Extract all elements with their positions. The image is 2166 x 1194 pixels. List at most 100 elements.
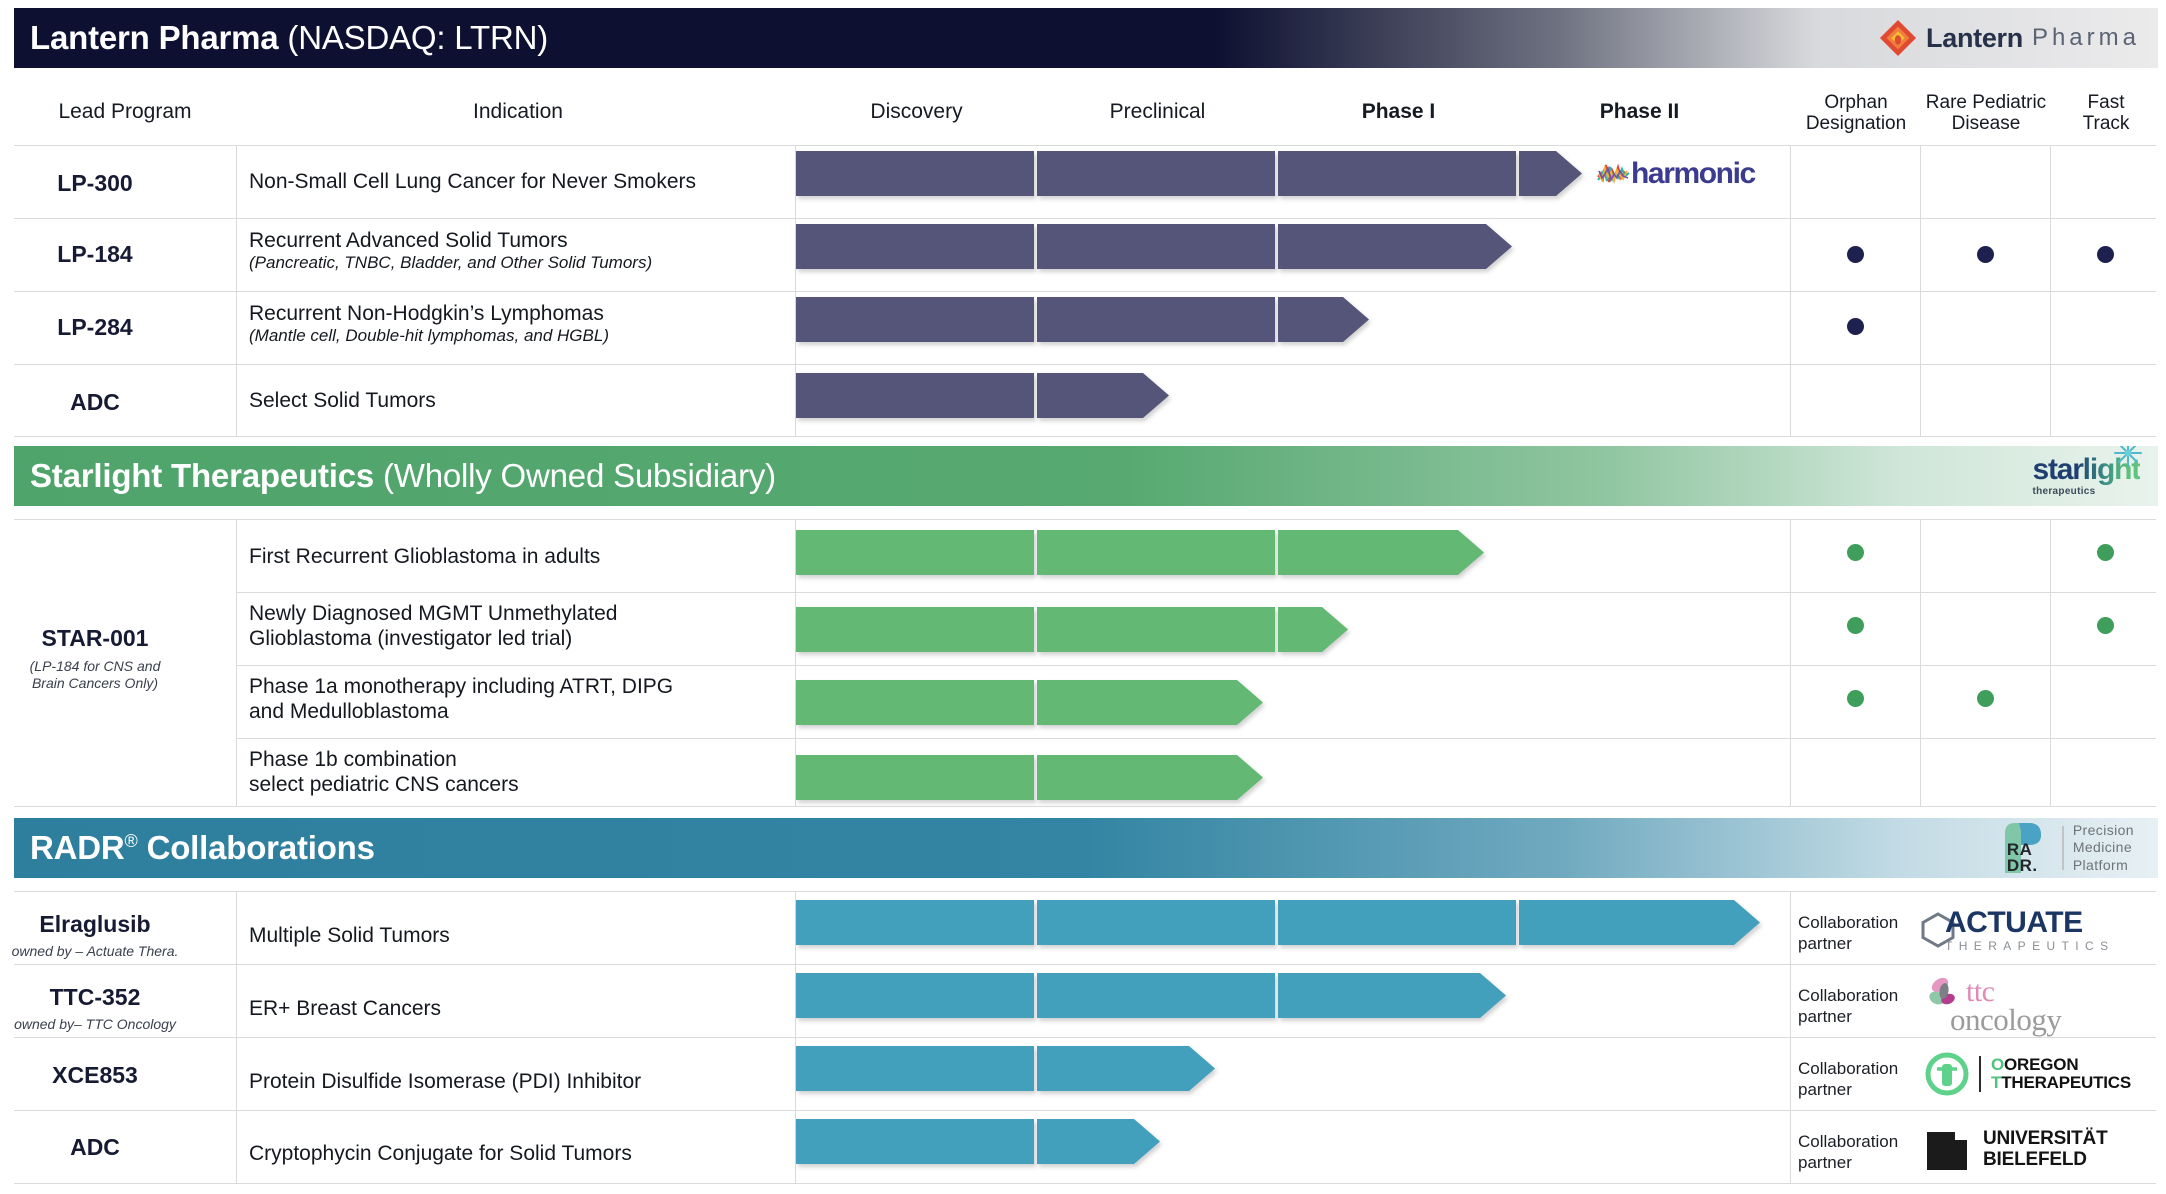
radr-banner-title: RADR® Collaborations: [14, 829, 375, 867]
radr-shape-icon: [2004, 823, 2041, 873]
radr-logo: RA DR. Precision Medicine Platform: [1999, 818, 2154, 878]
collab-l2: partner: [1798, 1079, 1852, 1099]
bar-seg-discovery: [796, 297, 1034, 342]
grid-v: [2050, 145, 2051, 436]
bar-seg-preclinical: [1037, 373, 1143, 418]
lantern-logo-word2: Pharma: [2031, 24, 2140, 51]
grid-h: [236, 665, 2156, 666]
harmonic-partner-logo: harmonic: [1597, 157, 1756, 190]
oregon-word-text: OREGON: [2004, 1055, 2079, 1075]
starlight-banner-title-bold: Starlight Therapeutics: [30, 457, 375, 494]
indication-line-1: First Recurrent Glioblastoma in adults: [249, 545, 601, 568]
grid-v: [1790, 145, 1791, 436]
radr-mark-icon: RA DR.: [1999, 821, 2053, 875]
indication-line-2: select pediatric CNS cancers: [249, 773, 519, 797]
col-header-lead-program: Lead Program: [58, 100, 192, 123]
pipeline-bar-star-row-4: [796, 755, 1576, 800]
bar-seg-discovery: [796, 973, 1034, 1018]
grid-h: [14, 1183, 2156, 1184]
bar-seg-preclinical: [1037, 680, 1237, 725]
collab-l1: Collaboration: [1798, 986, 1899, 1005]
fast-track-dot-star-row-2: [2097, 617, 2114, 634]
grid-v: [1920, 519, 1921, 806]
bar-seg-discovery: [796, 607, 1034, 652]
partner-logo-universitat-bielefeld: UNIVERSITÄT BIELEFELD: [1925, 1128, 2108, 1172]
orphan-l2: Designation: [1805, 113, 1907, 135]
bar-tip: [1189, 1046, 1215, 1091]
col-header-phase-i: Phase I: [1361, 100, 1436, 123]
ttc-subword: oncology: [1950, 1001, 2062, 1037]
indication-lp-284: Recurrent Non-Hodgkin’s Lymphomas (Mantl…: [249, 301, 789, 347]
radr-tagline: Precision Medicine Platform: [2073, 822, 2134, 875]
starlight-logo: starlight therapeutics: [2032, 446, 2154, 506]
grid-v: [236, 891, 237, 1183]
lantern-banner-title: Lantern Pharma (NASDAQ: LTRN): [14, 19, 548, 57]
indication-star-row-1: First Recurrent Glioblastoma in adults: [249, 544, 789, 569]
grid-h: [14, 1037, 2156, 1038]
oregon-wordmark: OOREGON: [1991, 1055, 2079, 1075]
pipeline-bar-star-row-3: [796, 680, 1576, 725]
ttc-wordmark: ttc: [1966, 975, 1995, 1008]
collab-l1: Collaboration: [1798, 1132, 1899, 1151]
fast-l2: Track: [2082, 113, 2130, 135]
grid-v: [795, 145, 796, 436]
grid-h: [14, 964, 2156, 965]
bielefeld-wordmark: UNIVERSITÄT: [1983, 1128, 2108, 1150]
grid-h: [14, 145, 2156, 146]
oregon-circle-icon: [1925, 1052, 1969, 1096]
program-sub-star-001: (LP-184 for CNS and Brain Cancers Only): [5, 658, 185, 691]
star-sub-l2: Brain Cancers Only): [31, 674, 159, 691]
program-name-adc: ADC: [70, 389, 120, 415]
grid-v: [1790, 519, 1791, 806]
bar-seg-preclinical: [1037, 151, 1275, 196]
bar-seg-discovery: [796, 530, 1034, 575]
starlight-banner-title: Starlight Therapeutics (Wholly Owned Sub…: [14, 457, 776, 495]
actuate-hex-icon: [1921, 912, 1955, 948]
pipeline-bar-adc-radr: [796, 1119, 1576, 1164]
grid-h: [14, 364, 2156, 365]
bar-seg-phase-i: [1278, 607, 1322, 652]
radr-collaborations-banner: RADR® Collaborations RA DR. Precision: [14, 818, 2158, 878]
bar-seg-discovery: [796, 755, 1034, 800]
rare-pediatric-dot-star-row-3: [1977, 690, 1994, 707]
grid-h: [14, 891, 2156, 892]
indication-line-1: Phase 1b combination: [249, 748, 457, 771]
grid-v: [1920, 145, 1921, 436]
radr-tag-l2: Medicine: [2072, 839, 2133, 856]
indication-lp-184: Recurrent Advanced Solid Tumors (Pancrea…: [249, 228, 789, 274]
orphan-designation-dot-star-row-1: [1847, 544, 1864, 561]
starlight-banner-title-rest: (Wholly Owned Subsidiary): [374, 457, 776, 494]
grid-h: [14, 1110, 2156, 1111]
radr-banner-title-bold: RADR: [30, 829, 125, 866]
bielefeld-subword: BIELEFELD: [1983, 1149, 2087, 1170]
collab-label-adc-radr: Collaboration partner: [1798, 1132, 1898, 1173]
partner-logo-ttc-oncology: ttc oncology: [1929, 975, 2062, 1037]
bar-seg-phase-i: [1278, 297, 1343, 342]
bar-seg-preclinical: [1037, 973, 1275, 1018]
oregon-sub-text: THERAPEUTICS: [2001, 1073, 2132, 1092]
lantern-banner-title-rest: (NASDAQ: LTRN): [278, 19, 549, 56]
orphan-designation-dot-star-row-2: [1847, 617, 1864, 634]
harmonic-waveform-icon: [1597, 163, 1630, 185]
bar-seg-preclinical: [1037, 1046, 1189, 1091]
bar-tip: [1343, 297, 1369, 342]
starlight-wordmark: starlight: [2032, 453, 2141, 486]
indication-line-1: Phase 1a monotherapy including ATRT, DIP…: [249, 675, 674, 698]
pipeline-bar-star-row-1: [796, 530, 1576, 575]
bar-tip: [1458, 530, 1484, 575]
actuate-subword: THERAPEUTICS: [1945, 939, 2115, 953]
grid-v: [795, 891, 796, 1183]
fast-track-dot-star-row-1: [2097, 544, 2114, 561]
grid-h: [236, 738, 2156, 739]
lantern-diamond-icon: [1879, 19, 1917, 57]
pipeline-bar-lp-184: [796, 224, 1576, 269]
radr-divider: [2061, 826, 2064, 870]
program-name-star-001: STAR-001: [41, 625, 149, 651]
indication-lp-184-sub: (Pancreatic, TNBC, Bladder, and Other So…: [249, 253, 653, 273]
program-name-ttc-352: TTC-352: [49, 984, 141, 1010]
program-name-elraglusib: Elraglusib: [39, 911, 151, 937]
bar-tip: [1322, 607, 1348, 652]
indication-lp-184-main: Recurrent Advanced Solid Tumors: [249, 229, 568, 252]
actuate-wordmark: ACTUATE: [1945, 906, 2083, 939]
